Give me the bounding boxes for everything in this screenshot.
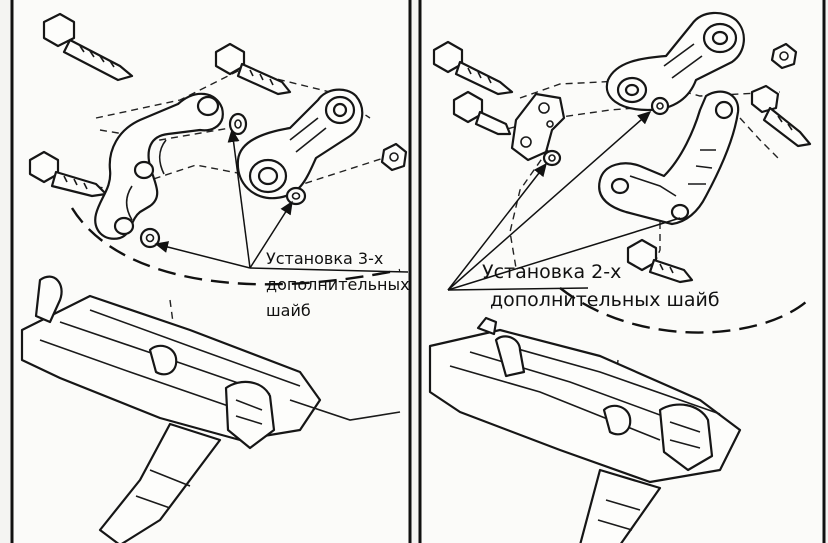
right-curved-arm bbox=[598, 90, 740, 226]
right-bolt-mid-left bbox=[452, 90, 512, 136]
left-washer-2 bbox=[285, 186, 307, 206]
right-callout-leaders bbox=[447, 111, 681, 291]
right-engine-mount-link bbox=[605, 11, 745, 112]
left-callout-line1: Установка 3-х bbox=[266, 249, 383, 268]
left-washer-3 bbox=[139, 227, 161, 249]
right-bracket-plate bbox=[510, 92, 566, 162]
right-washers bbox=[542, 96, 670, 167]
left-bolt-top bbox=[42, 12, 134, 82]
left-callout-line2: дополнительных bbox=[266, 275, 410, 294]
left-dashed-arc bbox=[70, 207, 401, 286]
left-panel: Установка 3-х дополнительных шайб bbox=[10, 0, 412, 543]
left-bolt-lower bbox=[28, 150, 108, 198]
right-bolt-bottom bbox=[626, 238, 694, 284]
left-callout-leaders bbox=[154, 128, 409, 273]
right-callout-line2: дополнительных шайб bbox=[490, 289, 720, 311]
right-panel: Установка 2-х дополнительных шайб bbox=[418, 0, 826, 543]
right-washer-2 bbox=[542, 149, 562, 167]
right-dashed-arc bbox=[559, 287, 807, 334]
right-bolt-right bbox=[750, 84, 812, 148]
right-callout-line1: Установка 2-х bbox=[482, 261, 621, 283]
left-subframe bbox=[20, 275, 401, 543]
left-panel-frame bbox=[10, 0, 412, 543]
right-subframe bbox=[428, 316, 742, 543]
left-c-bracket bbox=[94, 92, 224, 240]
left-engine-mount-link bbox=[236, 88, 364, 200]
left-nut bbox=[380, 142, 408, 172]
left-callout-line3: шайб bbox=[266, 301, 311, 320]
right-bolt-top-left bbox=[432, 40, 514, 96]
left-bolt-middle bbox=[214, 42, 292, 96]
right-washer-1 bbox=[650, 96, 670, 116]
right-nut bbox=[770, 42, 798, 70]
